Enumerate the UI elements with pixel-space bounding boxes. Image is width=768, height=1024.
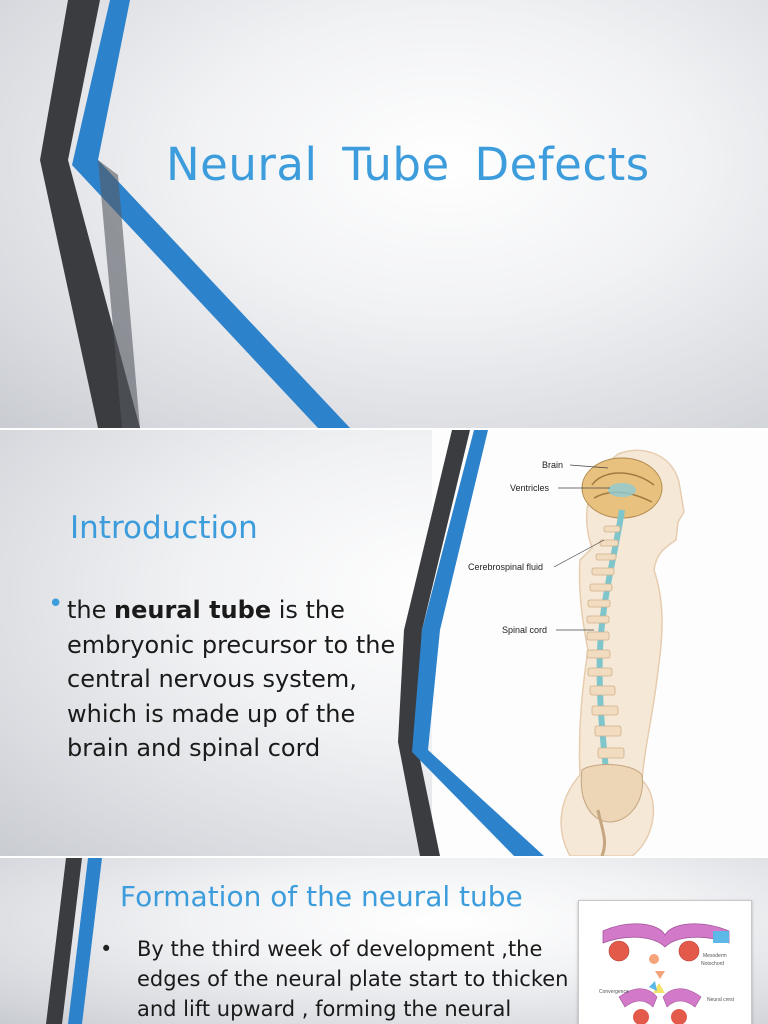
bullet-text-post: is the embryonic precursor to the centra…	[67, 596, 396, 762]
bullet-dot: •	[48, 589, 64, 619]
bullet-item: • By the third week of development ,the …	[100, 934, 570, 1024]
label-neural-crest: Neural crest	[707, 997, 735, 1003]
label-brain: Brain	[542, 460, 563, 470]
slide-decoration	[40, 0, 350, 428]
spine-anatomy-figure: Brain Ventricles Cerebrospinal fluid Spi…	[432, 430, 768, 856]
bullet-dot: •	[100, 937, 113, 961]
neural-tube-formation-figure: Mesoderm Notochord Convergence Neural cr…	[578, 900, 752, 1024]
bullet-text: By the third week of development ,the ed…	[137, 937, 569, 1021]
label-csf: Cerebrospinal fluid	[468, 562, 543, 572]
label-mesoderm: Mesoderm	[703, 953, 727, 959]
label-ventricles: Ventricles	[510, 483, 550, 493]
slide-decoration	[46, 858, 102, 1024]
bullet-text-bold: neural tube	[114, 596, 272, 624]
slide-introduction: Brain Ventricles Cerebrospinal fluid Spi…	[0, 430, 768, 856]
bullet-item: • the neural tube is the embryonic precu…	[48, 589, 408, 766]
bullet-text-pre: the	[67, 596, 115, 624]
slide-title: Neural Tube Defects	[0, 0, 768, 428]
slide-heading: Introduction	[70, 510, 258, 546]
label-notochord: Notochord	[701, 961, 724, 967]
label-convergence: Convergence	[599, 989, 629, 995]
slide-decoration-divider	[398, 430, 544, 856]
slide-title-text: Neural Tube Defects	[166, 138, 650, 191]
label-spinal-cord: Spinal cord	[502, 625, 547, 635]
slide-formation: Formation of the neural tube • By the th…	[0, 858, 768, 1024]
slide-heading: Formation of the neural tube	[120, 880, 523, 913]
